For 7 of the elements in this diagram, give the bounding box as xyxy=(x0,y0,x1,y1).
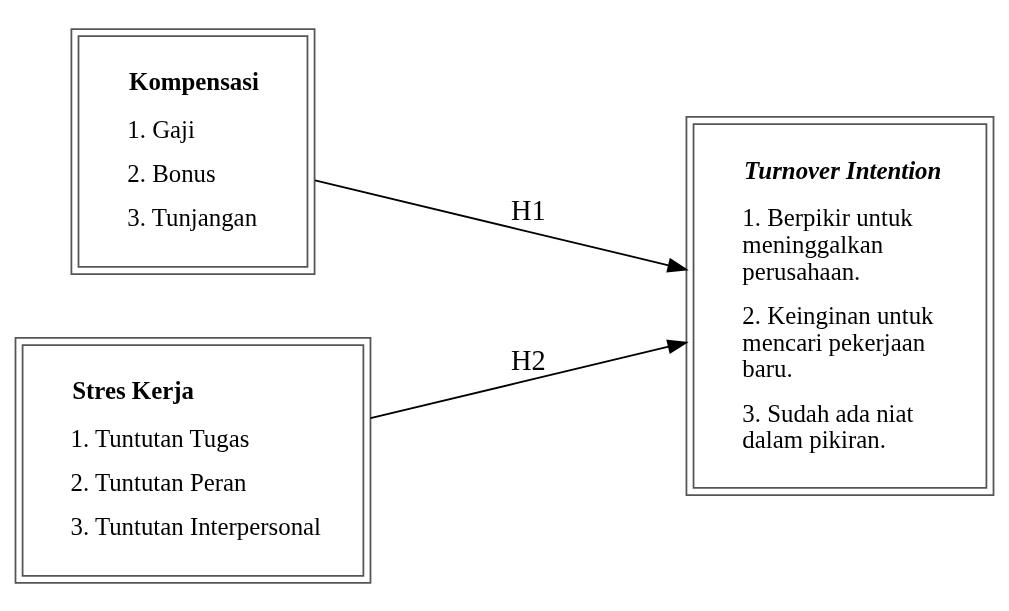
arrow xyxy=(369,339,689,419)
node-box: Stres Kerja 1. Tuntutan Tugas 2. Tuntutan Peran 3. Tuntutan Interpersonal xyxy=(14,336,372,584)
edge-label: H2 xyxy=(511,344,546,376)
arrow xyxy=(314,179,689,272)
node-box: Kompensasi 1. Gaji 2. Bonus 3. Tunjangan xyxy=(70,27,316,275)
node-box: Turnover Intention 1. Berpikir untuk meninggalkan perusahaan. 2. Keinginan untuk mencari pekerjaan baru. 3. Sudah ada niat dalam pikiran. xyxy=(685,115,995,496)
edge-label: H1 xyxy=(511,194,546,226)
